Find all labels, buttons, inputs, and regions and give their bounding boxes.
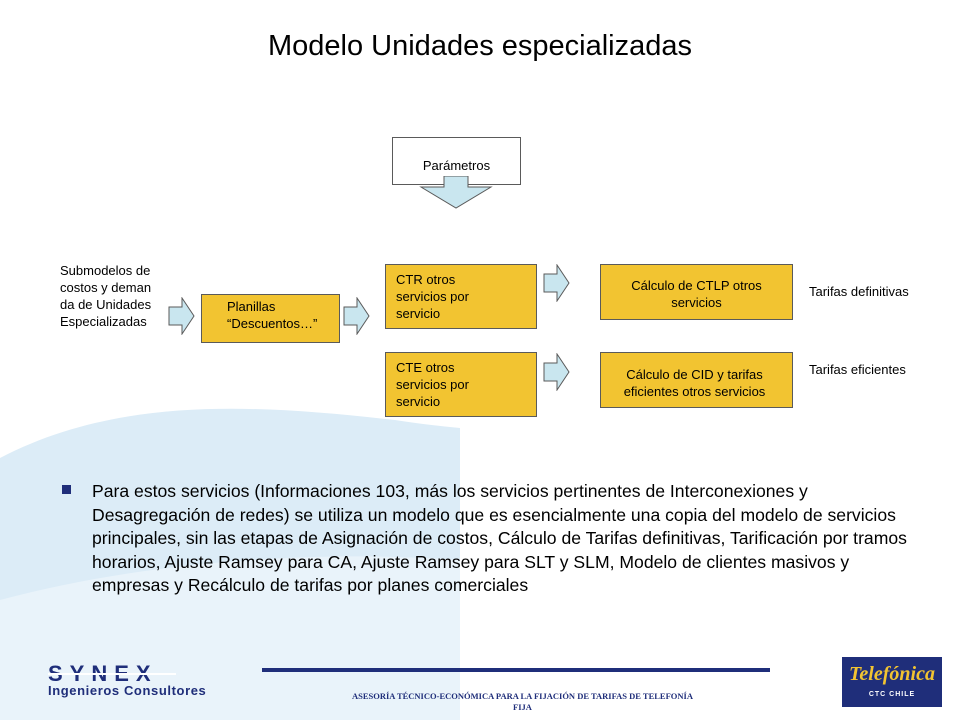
planillas-box: Planillas “Descuentos…” [201, 294, 340, 343]
cid-box: Cálculo de CID y tarifas eficientes otro… [600, 352, 793, 408]
submodelos-label: Submodelos de costos y demanda de Unidad… [60, 263, 152, 329]
ctlp-label: Cálculo de CTLP otros servicios [631, 278, 762, 310]
synex-logo-subtitle: Ingenieros Consultores [48, 683, 207, 698]
flow-arrow-icon [168, 297, 195, 335]
ctlp-box: Cálculo de CTLP otros servicios [600, 264, 793, 320]
telefonica-logo-name: Telefónica [849, 663, 935, 685]
tarifas-eficientes-label: Tarifas eficientes [809, 362, 906, 377]
telefonica-logo: Telefónica CTC CHILE [842, 657, 942, 707]
slide-title: Modelo Unidades especializadas [268, 30, 692, 62]
parametros-label: Parámetros [422, 158, 491, 173]
footer-divider [262, 668, 770, 672]
telefonica-logo-subtitle: CTC CHILE [868, 691, 916, 698]
footer-caption: ASESORÍA TÉCNICO-ECONÓMICA PARA LA FIJAC… [351, 691, 693, 712]
cte-label: CTE otros servicios por servicio [396, 360, 469, 409]
down-arrow-icon [419, 176, 493, 209]
flow-arrow-icon [343, 297, 370, 335]
synex-logo: SYNEX Ingenieros Consultores [48, 663, 208, 703]
planillas-label: Planillas “Descuentos…” [227, 299, 318, 331]
tarifas-definitivas-label: Tarifas definitivas [809, 284, 909, 299]
cte-box: CTE otros servicios por servicio [385, 352, 537, 417]
bullet-paragraph: Para estos servicios (Informaciones 103,… [92, 481, 907, 595]
square-bullet-icon [62, 485, 71, 494]
flow-arrow-icon [543, 264, 570, 302]
synex-logo-stripe [48, 673, 176, 675]
cid-label: Cálculo de CID y tarifas eficientes otro… [623, 367, 766, 399]
ctr-box: CTR otros servicios por servicio [385, 264, 537, 329]
flow-arrow-icon [543, 353, 570, 391]
ctr-label: CTR otros servicios por servicio [396, 272, 469, 321]
